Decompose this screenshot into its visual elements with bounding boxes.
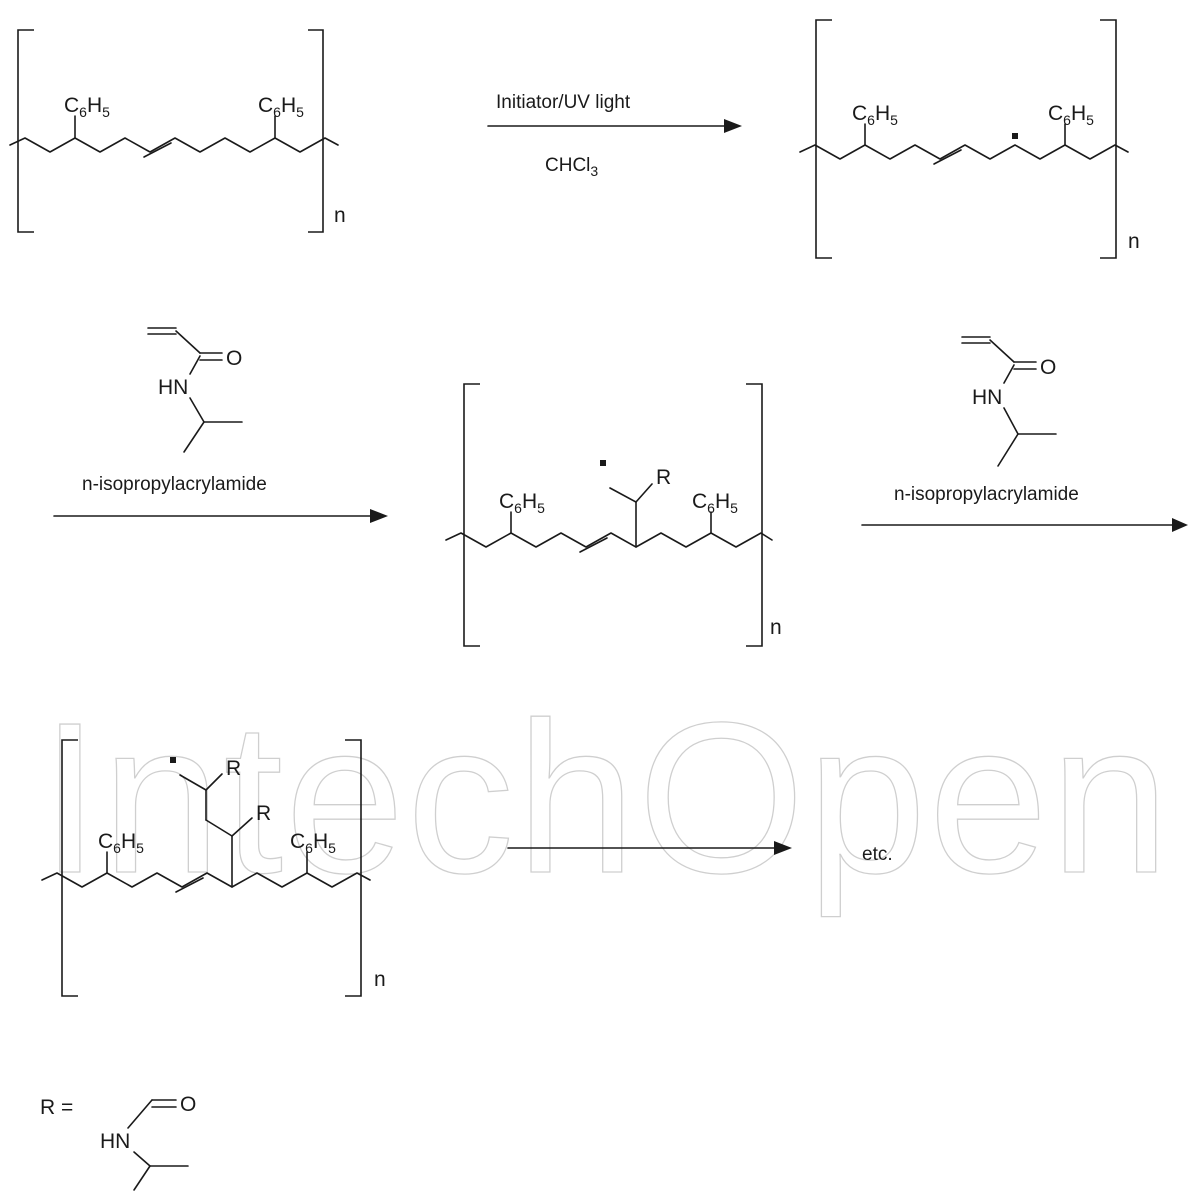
phenyl-label: C6H5 — [290, 830, 336, 856]
bracket-right — [345, 739, 362, 997]
arrowhead — [774, 841, 792, 855]
repeat-unit-n: n — [374, 968, 386, 991]
reaction-arrow-2: n-isopropylacrylamide — [53, 474, 388, 523]
arrow3-label: n-isopropylacrylamide — [894, 484, 1079, 505]
bracket-left — [61, 739, 78, 997]
amine-label: HN — [972, 386, 1002, 409]
amine-label: HN — [100, 1130, 130, 1153]
bond — [133, 1151, 151, 1167]
watermark-text: IntechOpen — [40, 677, 1172, 918]
phenyl-label: C6H5 — [64, 94, 110, 120]
r-group-definition: R = O HN — [40, 1093, 196, 1191]
methyl-bond — [997, 433, 1019, 467]
reaction-arrow-4: etc. — [507, 841, 893, 865]
methyl-bond — [133, 1165, 151, 1191]
double-bond — [933, 149, 962, 165]
double-bond — [579, 537, 608, 553]
repeat-unit-n: n — [770, 616, 782, 639]
monomer-structure-2: O HN — [961, 336, 1057, 467]
arrow1-label-above: Initiator/UV light — [496, 92, 631, 113]
arrowhead — [724, 119, 742, 133]
amine-label: HN — [158, 376, 188, 399]
polymer-backbone — [445, 532, 773, 548]
phenyl-label: C6H5 — [258, 94, 304, 120]
arrow1-label-below: CHCl3 — [545, 155, 598, 179]
radical-dot — [600, 460, 606, 466]
r-group-label: R — [256, 802, 271, 825]
polymer-backbone — [41, 872, 371, 888]
bracket-left — [17, 29, 34, 233]
branch-bond — [205, 819, 233, 837]
double-bond — [175, 877, 204, 893]
branch-bond — [179, 774, 207, 791]
arrow2-label: n-isopropylacrylamide — [82, 474, 267, 495]
polymer-backbone — [799, 144, 1129, 160]
bracket-right — [308, 29, 324, 233]
double-bond — [143, 142, 172, 158]
oxygen-label: O — [1040, 356, 1056, 379]
reaction-arrow-1: Initiator/UV light CHCl3 — [487, 92, 742, 179]
bond — [189, 397, 205, 423]
monomer-structure-1: O HN — [147, 327, 243, 453]
polymer-structure-2: C6H5 C6H5 n — [799, 19, 1140, 259]
bond — [989, 339, 1015, 363]
radical-dot — [170, 757, 176, 763]
bond — [1003, 364, 1015, 384]
bond — [175, 330, 201, 354]
oxygen-label: O — [226, 347, 242, 370]
polymer-backbone — [9, 137, 339, 153]
r-group-label: R — [656, 466, 671, 489]
polymer-structure-4: R R C6H5 C6H5 n — [41, 739, 386, 997]
phenyl-label: C6H5 — [852, 102, 898, 128]
branch-bond — [635, 483, 653, 503]
repeat-unit-n: n — [1128, 230, 1140, 253]
radical-dot — [1012, 133, 1018, 139]
polymer-structure-3: R C6H5 C6H5 n — [445, 383, 782, 647]
bond — [1003, 407, 1019, 435]
bond — [189, 355, 201, 375]
oxygen-label: O — [180, 1093, 196, 1116]
methyl-bond — [183, 421, 205, 453]
bracket-right — [1100, 19, 1117, 259]
r-group-label: R — [226, 757, 241, 780]
phenyl-label: C6H5 — [692, 490, 738, 516]
branch-bond — [205, 773, 223, 791]
reaction-arrow-3: n-isopropylacrylamide — [861, 484, 1188, 532]
phenyl-label: C6H5 — [499, 490, 545, 516]
branch-bond — [609, 487, 637, 503]
arrowhead — [1172, 518, 1188, 532]
branch-bond — [231, 817, 253, 837]
etc-label: etc. — [862, 844, 893, 865]
bracket-left — [463, 383, 480, 647]
arrowhead — [370, 509, 388, 523]
polymer-structure-1: C6H5 C6H5 n — [9, 29, 346, 233]
repeat-unit-n: n — [334, 204, 346, 227]
phenyl-label: C6H5 — [1048, 102, 1094, 128]
bracket-left — [815, 19, 832, 259]
r-definition-label: R = — [40, 1096, 73, 1119]
bond — [127, 1099, 153, 1129]
phenyl-label: C6H5 — [98, 830, 144, 856]
bracket-right — [746, 383, 763, 647]
